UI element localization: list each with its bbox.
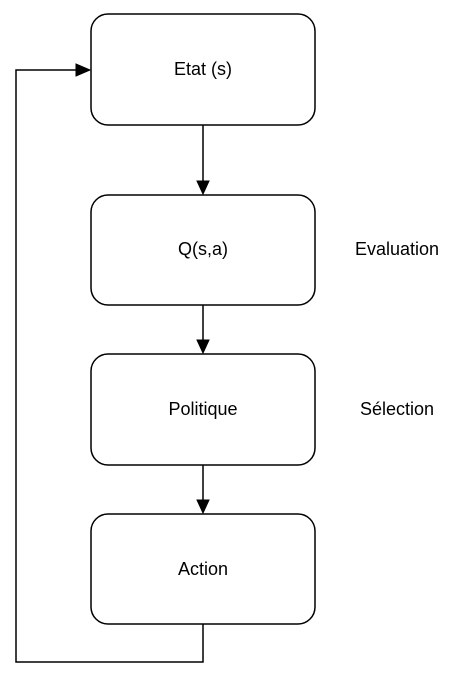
node-policy-label: Politique — [168, 399, 237, 419]
edge-state-to-q-value — [196, 125, 210, 196]
node-q-value: Q(s,a) — [90, 194, 316, 306]
edge-policy-to-action — [196, 465, 210, 515]
annotation-selection: Sélection — [360, 399, 434, 419]
arrowhead-right-icon — [75, 63, 92, 77]
node-action: Action — [90, 513, 316, 625]
arrowhead-down-icon — [196, 499, 210, 515]
annotation-evaluation: Evaluation — [355, 239, 439, 259]
node-policy: Politique — [90, 353, 316, 466]
edge-action-to-state-loop — [15, 63, 204, 663]
node-state: Etat (s) — [90, 13, 316, 126]
arrowhead-down-icon — [196, 180, 210, 196]
node-action-label: Action — [178, 559, 228, 579]
arrowhead-down-icon — [196, 339, 210, 355]
edge-q-value-to-policy — [196, 305, 210, 355]
node-state-label: Etat (s) — [174, 59, 232, 79]
node-q-value-label: Q(s,a) — [178, 239, 228, 259]
